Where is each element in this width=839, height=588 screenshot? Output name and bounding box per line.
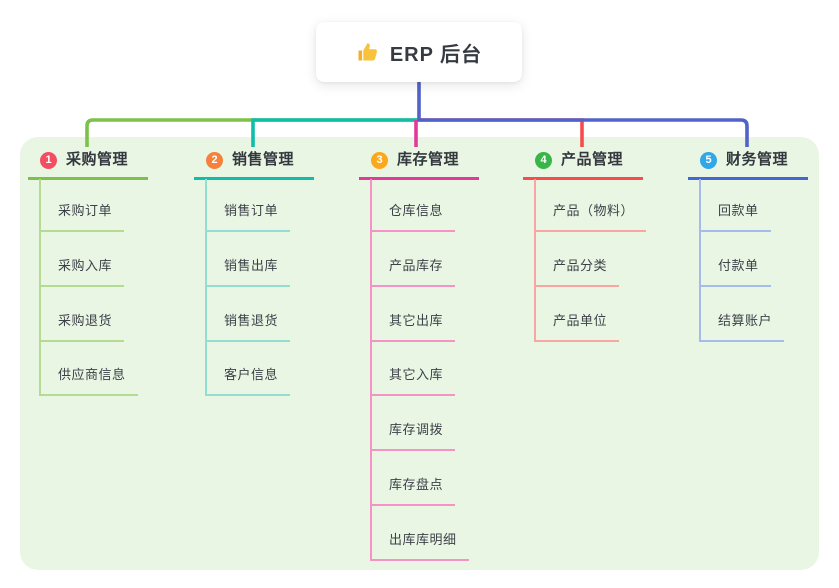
branch-node-产品管理[interactable]: 4 产品管理 <box>523 151 644 180</box>
branch-spine-line <box>370 179 372 559</box>
child-node-产品分类[interactable]: 产品分类 <box>534 245 620 287</box>
branch-label: 产品管理 <box>561 151 624 168</box>
branch-number-badge: 1 <box>40 151 57 169</box>
child-node-采购入库[interactable]: 采购入库 <box>39 245 125 287</box>
branch-label: 财务管理 <box>726 151 789 168</box>
child-node-客户信息[interactable]: 客户信息 <box>205 354 291 396</box>
branch-number-badge: 5 <box>700 151 717 169</box>
child-node-其它入库[interactable]: 其它入库 <box>370 354 456 396</box>
branch-spine-line <box>534 179 536 340</box>
child-node-出库库明细[interactable]: 出库库明细 <box>370 519 469 561</box>
branch-node-财务管理[interactable]: 5 财务管理 <box>688 151 809 180</box>
child-node-销售订单[interactable]: 销售订单 <box>205 190 291 232</box>
child-node-采购订单[interactable]: 采购订单 <box>39 190 125 232</box>
branch-node-库存管理[interactable]: 3 库存管理 <box>359 151 480 180</box>
child-node-产品库存[interactable]: 产品库存 <box>370 245 456 287</box>
branch-node-采购管理[interactable]: 1 采购管理 <box>28 151 149 180</box>
root-node-label: ERP 后台 <box>389 43 483 66</box>
branch-node-销售管理[interactable]: 2 销售管理 <box>194 151 315 180</box>
root-node[interactable]: ERP 后台 <box>316 22 522 82</box>
child-node-供应商信息[interactable]: 供应商信息 <box>39 354 138 396</box>
child-node-付款单[interactable]: 付款单 <box>699 245 771 287</box>
branch-spine-line <box>699 179 701 340</box>
child-node-回款单[interactable]: 回款单 <box>699 190 771 232</box>
child-node-库存调拨[interactable]: 库存调拨 <box>370 409 456 451</box>
branch-label: 库存管理 <box>397 151 460 168</box>
thumbs-up-icon <box>356 40 380 64</box>
branch-label: 销售管理 <box>232 151 295 168</box>
branches-panel <box>20 137 819 570</box>
branch-number-badge: 2 <box>206 151 223 169</box>
child-node-产品单位[interactable]: 产品单位 <box>534 300 620 342</box>
branch-label: 采购管理 <box>66 151 129 168</box>
child-node-库存盘点[interactable]: 库存盘点 <box>370 464 456 506</box>
child-node-销售退货[interactable]: 销售退货 <box>205 300 291 342</box>
child-node-其它出库[interactable]: 其它出库 <box>370 300 456 342</box>
child-node-采购退货[interactable]: 采购退货 <box>39 300 125 342</box>
child-node-销售出库[interactable]: 销售出库 <box>205 245 291 287</box>
branch-number-badge: 4 <box>535 151 552 169</box>
child-node-产品（物料）[interactable]: 产品（物料） <box>534 190 647 232</box>
child-node-仓库信息[interactable]: 仓库信息 <box>370 190 456 232</box>
branch-number-badge: 3 <box>371 151 388 169</box>
child-node-结算账户[interactable]: 结算账户 <box>699 300 785 342</box>
